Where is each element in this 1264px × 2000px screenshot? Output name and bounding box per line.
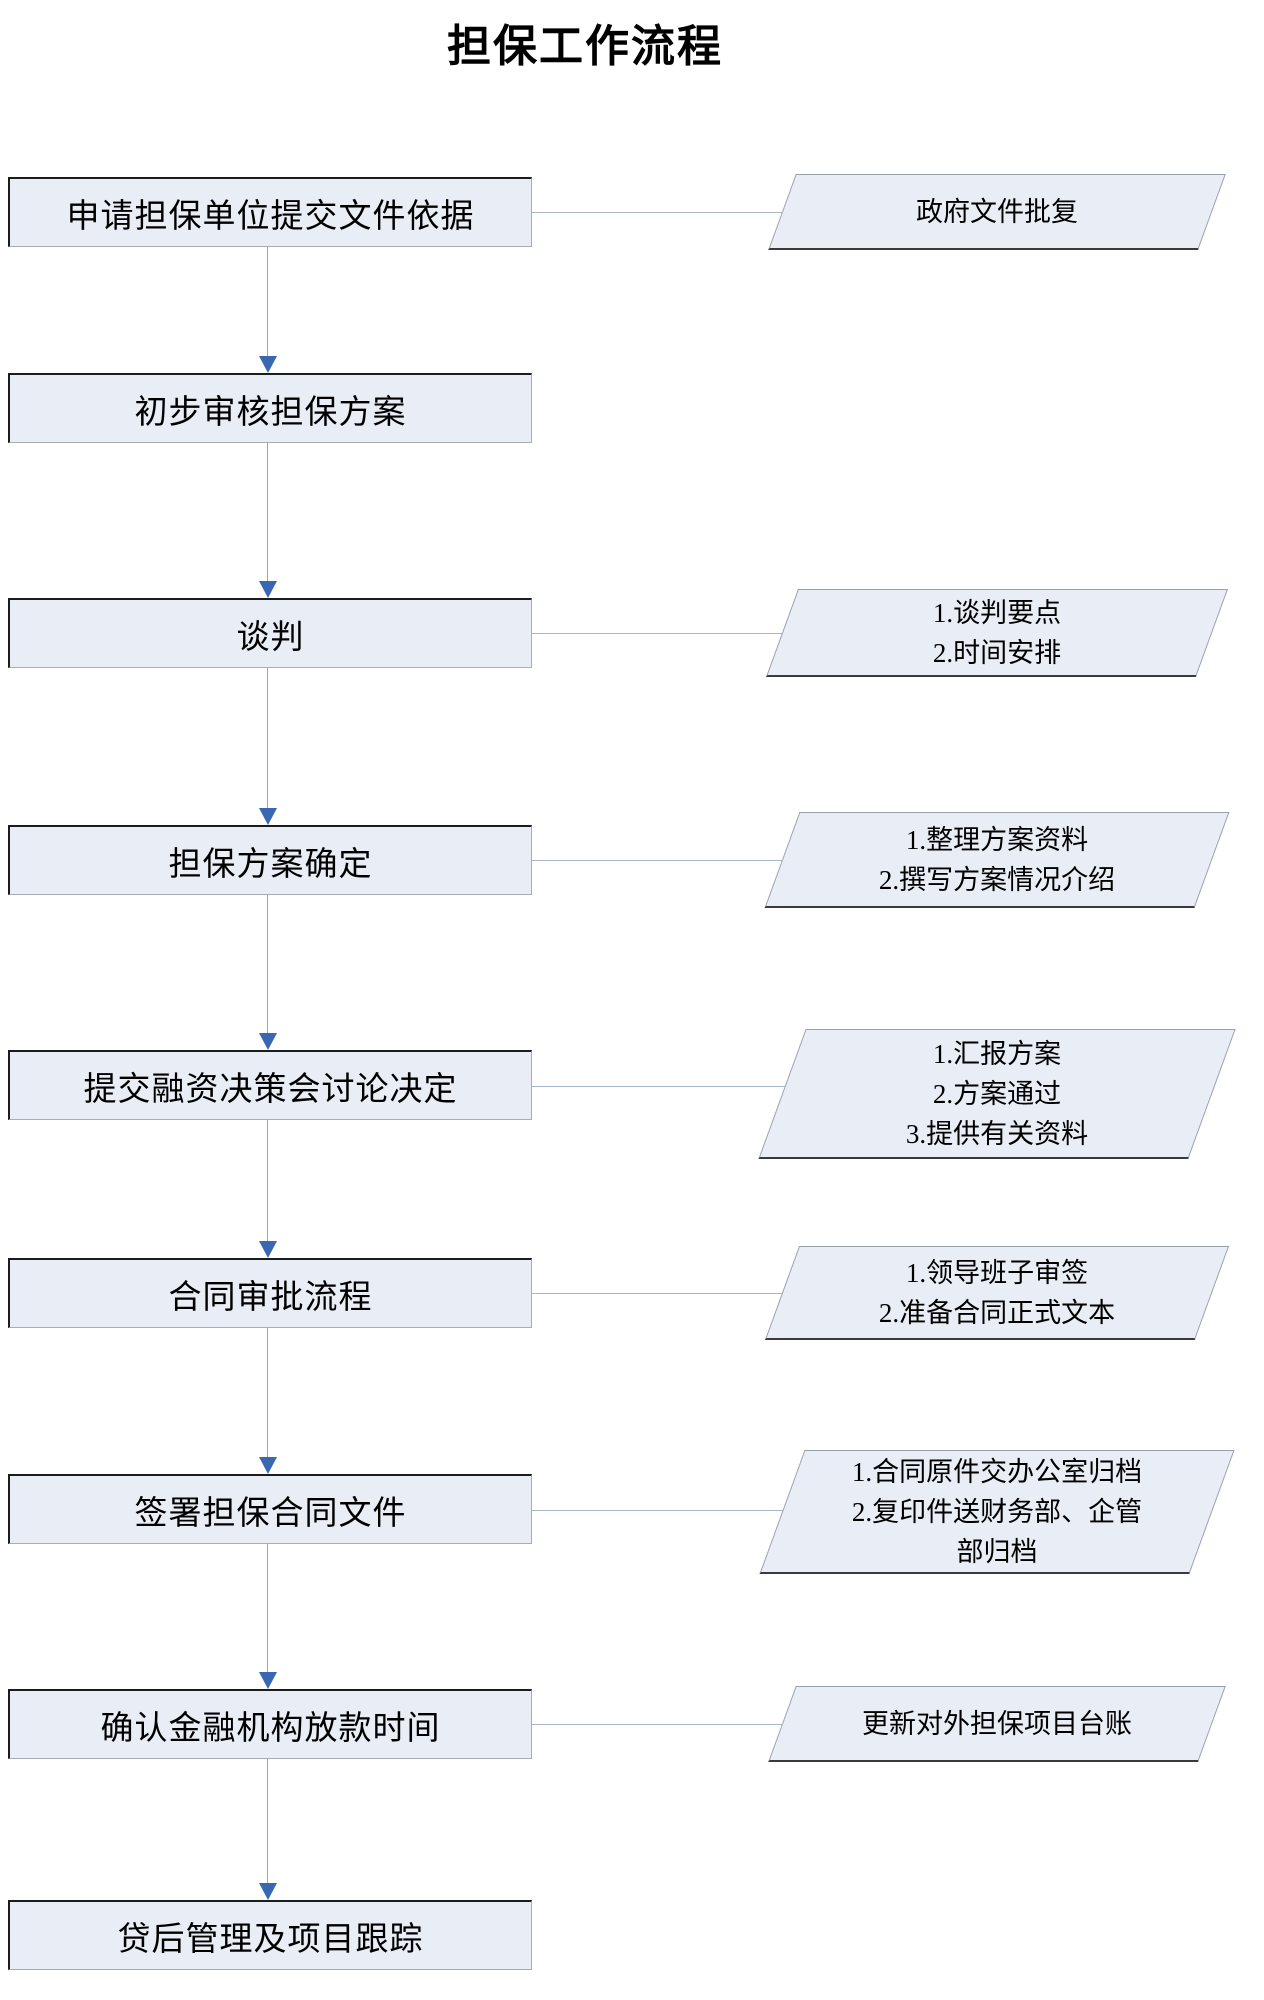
- note-line: 2.方案通过: [932, 1079, 1062, 1109]
- process-box-9: 贷后管理及项目跟踪: [8, 1900, 532, 1970]
- arrowhead-icon-4: [259, 1033, 277, 1050]
- note-parallelogram-4: 1.整理方案资料 2.撰写方案情况介绍: [764, 812, 1230, 908]
- connector-line-6: [532, 1293, 785, 1294]
- process-box-8: 确认金融机构放款时间: [8, 1689, 532, 1759]
- process-box-3: 谈判: [8, 598, 532, 668]
- note-line: 1.谈判要点: [932, 598, 1062, 628]
- process-box-5: 提交融资决策会讨论决定: [8, 1050, 532, 1120]
- note-line: 更新对外担保项目台账: [862, 1709, 1132, 1739]
- flow-arrow-stem-1: [267, 247, 268, 357]
- flow-arrow-stem-3: [267, 668, 268, 809]
- note-parallelogram-1: 政府文件批复: [768, 174, 1226, 250]
- note-line: 1.整理方案资料: [905, 825, 1089, 855]
- arrowhead-icon-8: [259, 1883, 277, 1900]
- process-box-6: 合同审批流程: [8, 1258, 532, 1328]
- process-box-8-label: 确认金融机构放款时间: [100, 1710, 441, 1747]
- note-line: 1.汇报方案: [932, 1039, 1062, 1069]
- note-line: 政府文件批复: [916, 197, 1078, 227]
- process-box-4-label: 担保方案确定: [168, 846, 373, 883]
- connector-line-4: [532, 860, 785, 861]
- page-title: 担保工作流程: [447, 22, 723, 71]
- connector-line-5: [532, 1086, 785, 1087]
- note-parallelogram-5: 1.汇报方案 2.方案通过 3.提供有关资料: [758, 1029, 1236, 1159]
- arrowhead-icon-2: [259, 581, 277, 598]
- note-line: 2.复印件送财务部、企管: [851, 1497, 1143, 1527]
- note-line: 3.提供有关资料: [905, 1119, 1089, 1149]
- flow-arrow-stem-7: [267, 1544, 268, 1673]
- flow-arrow-stem-2: [267, 443, 268, 582]
- process-box-2: 初步审核担保方案: [8, 373, 532, 443]
- arrowhead-icon-7: [259, 1672, 277, 1689]
- process-box-4: 担保方案确定: [8, 825, 532, 895]
- arrowhead-icon-1: [259, 356, 277, 373]
- connector-line-3: [532, 633, 785, 634]
- note-parallelogram-8: 更新对外担保项目台账: [768, 1686, 1226, 1762]
- flow-arrow-stem-6: [267, 1328, 268, 1458]
- arrowhead-icon-6: [259, 1457, 277, 1474]
- arrowhead-icon-5: [259, 1241, 277, 1258]
- process-box-1: 申请担保单位提交文件依据: [8, 177, 532, 247]
- process-box-3-label: 谈判: [236, 619, 305, 656]
- note-line: 2.准备合同正式文本: [878, 1298, 1116, 1328]
- flow-arrow-stem-4: [267, 895, 268, 1034]
- flow-arrow-stem-5: [267, 1120, 268, 1242]
- note-line: 2.撰写方案情况介绍: [878, 865, 1116, 895]
- connector-line-8: [532, 1724, 785, 1725]
- note-line: 1.合同原件交办公室归档: [851, 1457, 1143, 1487]
- process-box-7: 签署担保合同文件: [8, 1474, 532, 1544]
- process-box-5-label: 提交融资决策会讨论决定: [83, 1071, 458, 1108]
- note-line: 部归档: [956, 1537, 1038, 1567]
- process-box-9-label: 贷后管理及项目跟踪: [117, 1921, 424, 1958]
- note-parallelogram-3: 1.谈判要点 2.时间安排: [765, 589, 1229, 677]
- connector-line-7: [532, 1510, 785, 1511]
- process-box-7-label: 签署担保合同文件: [134, 1495, 407, 1532]
- flow-arrow-stem-8: [267, 1759, 268, 1884]
- connector-line-1: [532, 212, 785, 213]
- process-box-2-label: 初步审核担保方案: [134, 394, 407, 431]
- process-box-1-label: 申请担保单位提交文件依据: [66, 198, 475, 235]
- arrowhead-icon-3: [259, 808, 277, 825]
- note-parallelogram-6: 1.领导班子审签 2.准备合同正式文本: [764, 1246, 1230, 1340]
- note-line: 1.领导班子审签: [905, 1258, 1089, 1288]
- note-line: 2.时间安排: [932, 638, 1062, 668]
- note-parallelogram-7: 1.合同原件交办公室归档 2.复印件送财务部、企管 部归档: [759, 1450, 1235, 1574]
- process-box-6-label: 合同审批流程: [168, 1279, 373, 1316]
